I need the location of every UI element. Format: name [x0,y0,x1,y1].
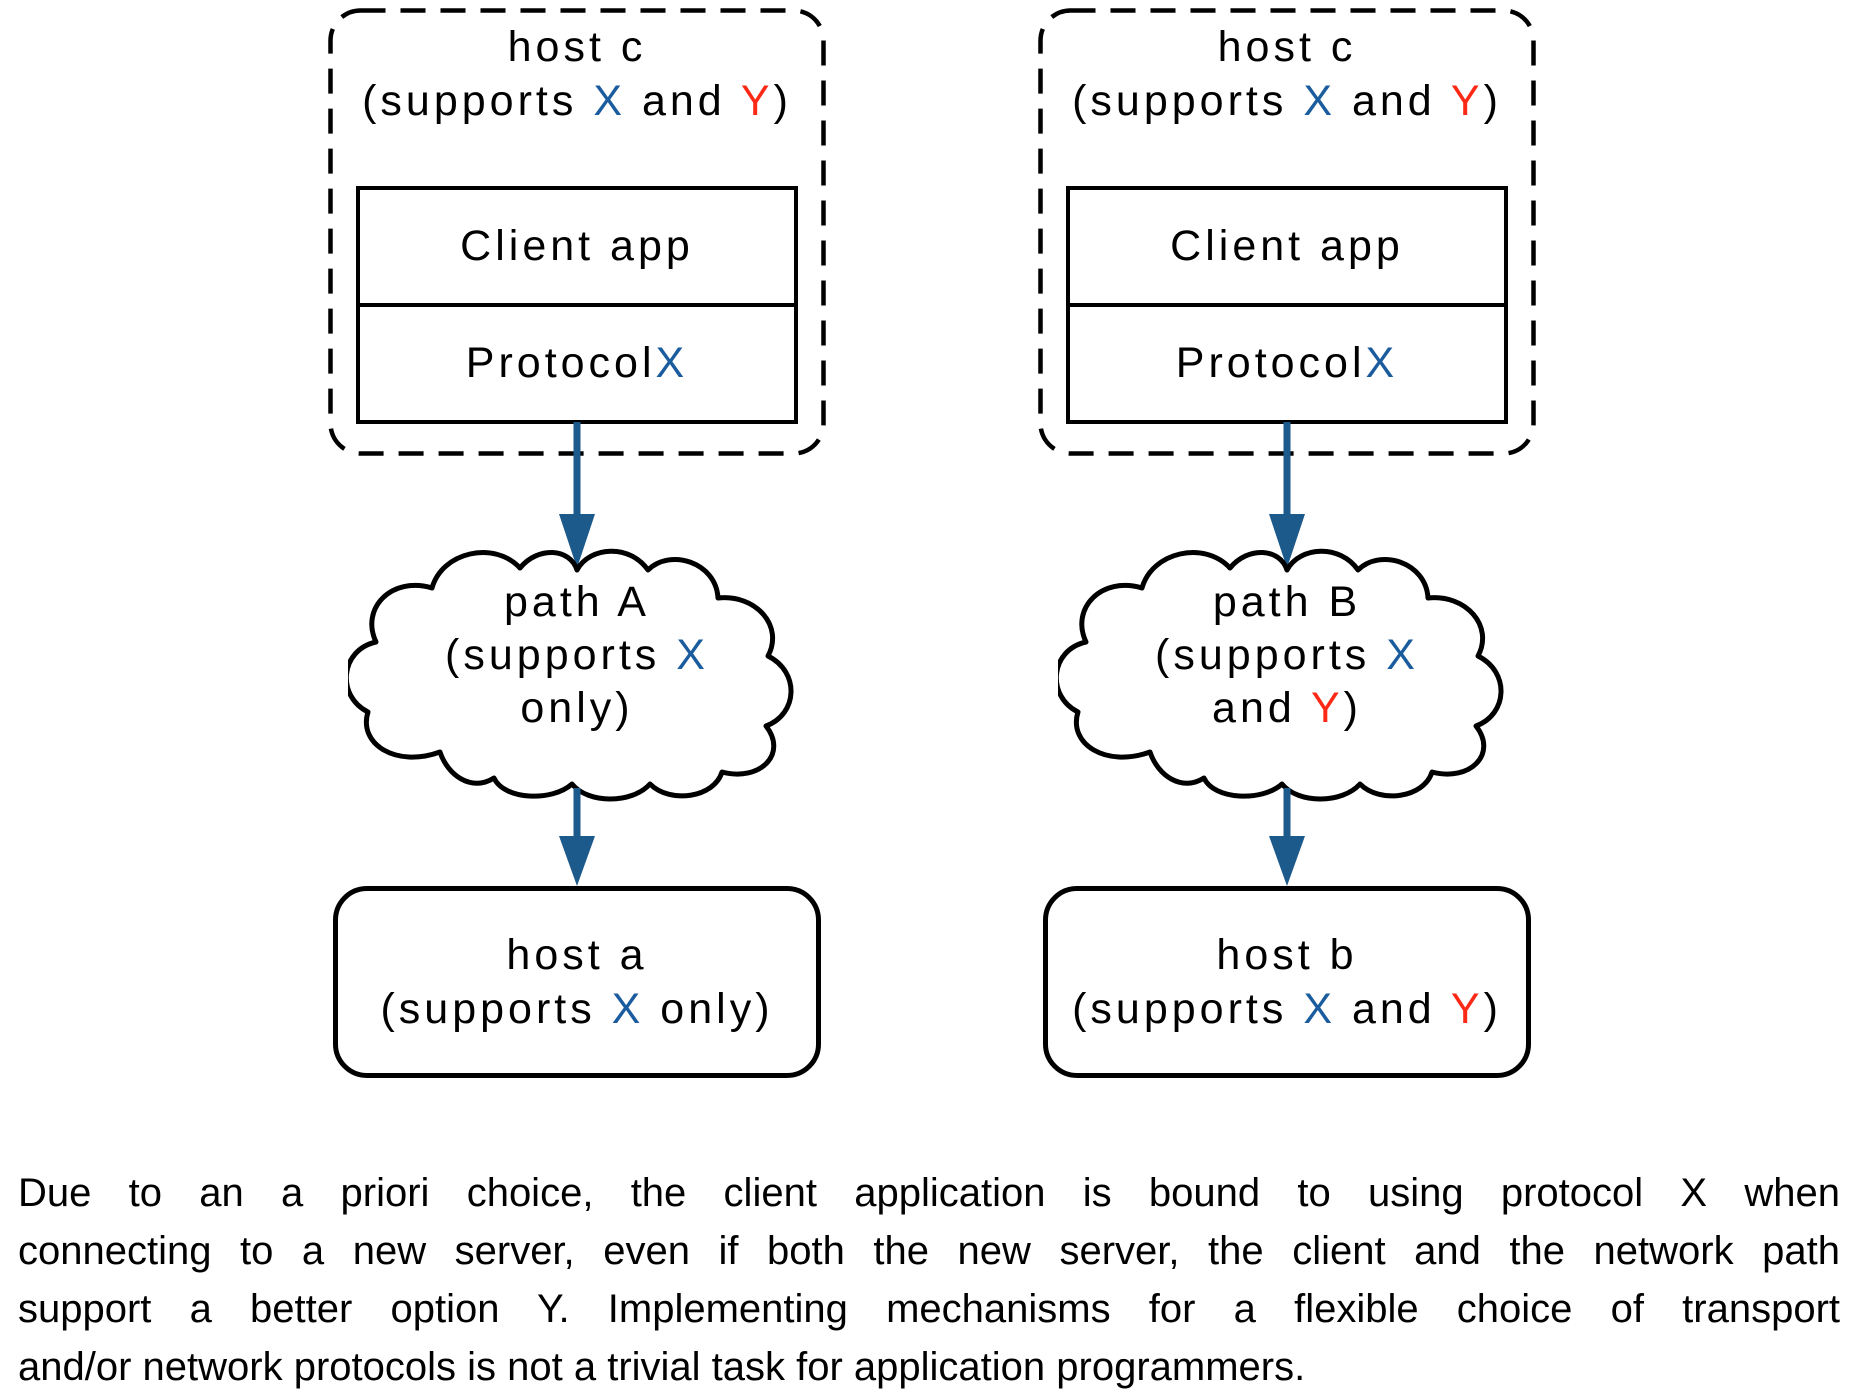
label-text: host b [1216,931,1358,979]
label-text: Client app [1170,222,1404,270]
protocol-x-highlight: X [655,339,689,387]
caption-line: Due to an a priori choice, the client ap… [18,1171,1840,1215]
host-c-supports: (supports X and Y) [1038,74,1536,128]
label-text: ) [773,77,792,125]
label-text: only) [644,985,774,1033]
label-text: and [1212,684,1311,732]
client-app-row: Client app [1070,190,1504,307]
label-text: ) [1483,985,1502,1033]
client-stack-box: Client app Protocol X [1066,186,1508,424]
host-c-label: host c (supports X and Y) [328,20,826,128]
scenario-path-b: host c (supports X and Y) Client app Pro… [1038,0,1536,1080]
host-c-name: host c [1038,20,1536,74]
label-text: host c [1217,23,1357,71]
protocol-y-highlight: Y [1450,985,1484,1033]
caption-line: and/or network protocols is not a trivia… [18,1345,1306,1389]
path-b-supports-2: and Y) [1058,682,1516,735]
protocol-y-highlight: Y [1450,77,1484,125]
label-text: (supports [1072,77,1304,125]
label-text: host c [507,23,647,71]
arrow-head [559,514,595,568]
label-text: (supports [1155,631,1387,679]
path-a-supports-2: only) [348,682,806,735]
protocol-x-highlight: X [676,631,709,679]
label-text: path B [1212,578,1362,626]
cloud-outline [348,548,794,802]
arrow-head [1269,514,1305,568]
label-text: and [1336,77,1451,125]
caption-line: connecting to a new server, even if both… [18,1229,1840,1273]
protocol-x-highlight: X [611,985,645,1033]
host-a-supports: (supports X only) [380,982,773,1036]
label-text: host a [506,931,648,979]
label-text: (supports [1072,985,1304,1033]
host-c-name: host c [328,20,826,74]
host-a-name: host a [506,928,647,982]
network-cloud-icon [348,548,794,802]
path-b-label: path B (supports X and Y) [1058,576,1516,735]
host-b-box: host b (supports X and Y) [1043,886,1531,1078]
caption-line: support a better option Y. Implementing … [18,1287,1840,1331]
down-arrow-to-path-icon [1269,422,1305,568]
figure-caption: Due to an a priori choice, the client ap… [18,1164,1840,1392]
network-cloud-icon [1058,548,1504,802]
cloud-outline [1058,548,1504,802]
label-text: (supports [445,631,677,679]
client-app-row: Client app [360,190,794,307]
protocol-y-highlight: Y [1310,684,1344,732]
path-a-name: path A [348,576,806,629]
protocol-x-highlight: X [593,77,626,125]
host-b-name: host b [1216,928,1357,982]
protocol-x-highlight: X [1303,985,1336,1033]
label-text: Protocol [1175,339,1366,387]
label-text: (supports [362,77,594,125]
protocol-x-highlight: X [1386,631,1419,679]
scenario-path-a: host c (supports X and Y) Client app Pro… [328,0,826,1080]
protocol-x-highlight: X [1303,77,1336,125]
protocol-y-highlight: Y [740,77,774,125]
label-text: Protocol [465,339,656,387]
label-text: ) [1483,77,1502,125]
protocol-x-highlight: X [1365,339,1399,387]
host-a-box: host a (supports X only) [333,886,821,1078]
down-arrow-to-host-icon [559,788,595,886]
path-b-name: path B [1058,576,1516,629]
label-text: and [1336,985,1451,1033]
label-text: Client app [460,222,694,270]
label-text: path A [504,578,650,626]
label-text: (supports [380,985,612,1033]
down-arrow-to-host-icon [1269,788,1305,886]
down-arrow-to-path-icon [559,422,595,568]
path-a-label: path A (supports X only) [348,576,806,735]
client-stack-box: Client app Protocol X [356,186,798,424]
arrow-head [1269,836,1305,886]
label-text: ) [1343,684,1362,732]
host-c-supports: (supports X and Y) [328,74,826,128]
path-b-supports-1: (supports X [1058,629,1516,682]
label-text: only) [520,684,634,732]
label-text: and [626,77,741,125]
arrow-head [559,836,595,886]
host-b-supports: (supports X and Y) [1072,982,1502,1036]
host-c-label: host c (supports X and Y) [1038,20,1536,128]
protocol-x-row: Protocol X [360,307,794,420]
path-a-supports-1: (supports X [348,629,806,682]
protocol-x-row: Protocol X [1070,307,1504,420]
